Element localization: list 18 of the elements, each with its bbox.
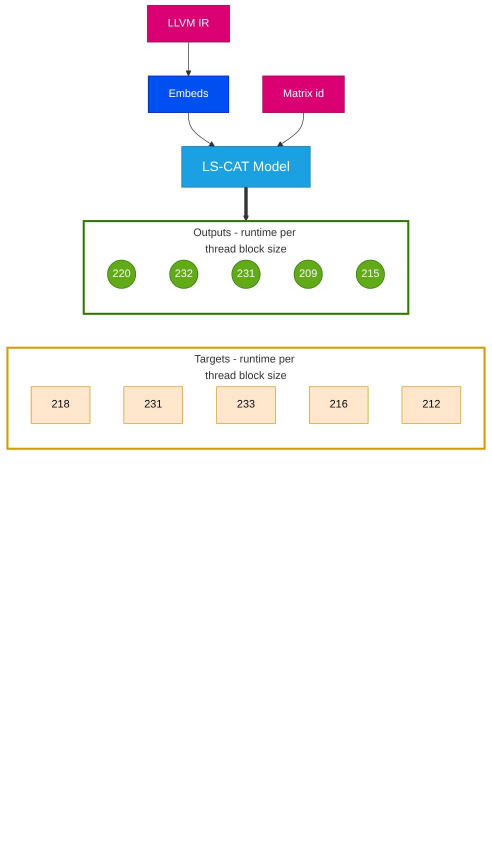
node-circle: 215	[356, 260, 385, 289]
node-box: 231	[124, 386, 184, 424]
node-circle: 232	[169, 260, 198, 289]
arrow	[243, 187, 249, 222]
node-circle: 220	[107, 260, 136, 289]
node-box: 216	[308, 386, 368, 424]
node-box: 218	[30, 386, 90, 424]
arrow	[186, 42, 192, 76]
node-box: 212	[402, 386, 462, 424]
node-box: Embeds	[148, 76, 230, 113]
node-circle: 231	[232, 260, 260, 289]
arrow	[277, 112, 304, 147]
node-box: Matrix id	[262, 76, 345, 113]
node-circle: 209	[294, 260, 323, 289]
arrow	[188, 112, 215, 147]
node-box: 233	[216, 386, 276, 424]
node-box: LS-CAT Model	[181, 146, 311, 188]
node-box: LLVM IR	[147, 5, 230, 42]
